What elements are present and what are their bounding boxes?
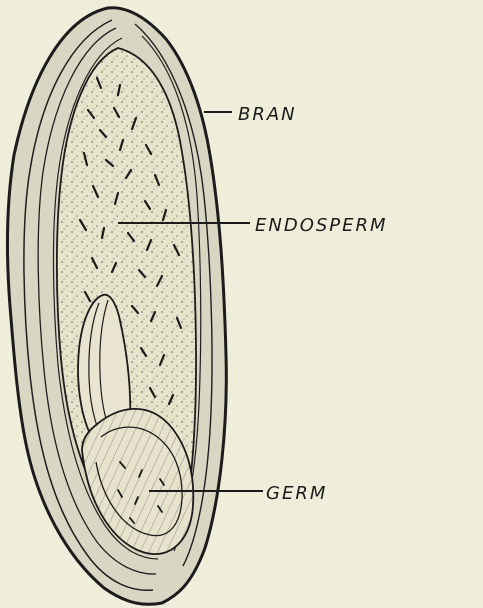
endosperm-label: ENDOSPERM [255, 215, 388, 236]
germ-label: GERM [266, 483, 327, 504]
bran-label: BRAN [238, 104, 297, 125]
